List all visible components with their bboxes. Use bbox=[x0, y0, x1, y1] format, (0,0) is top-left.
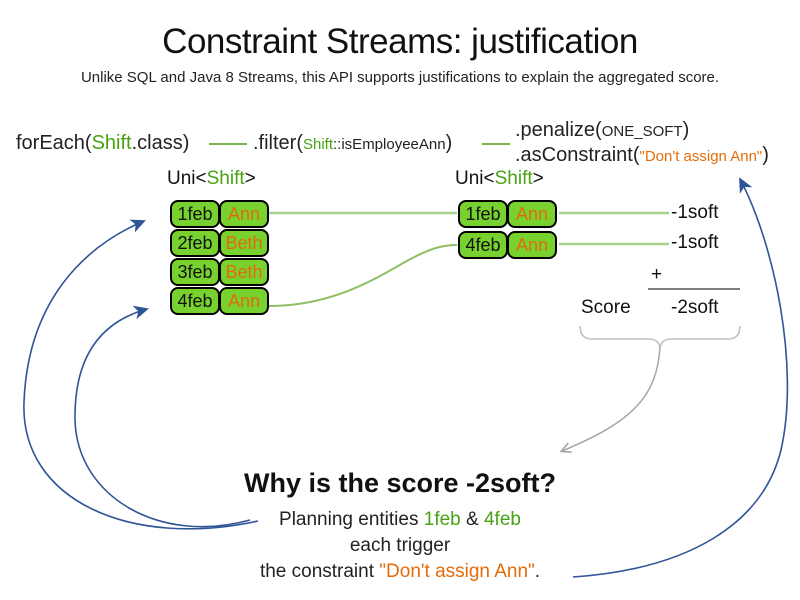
left-stream-label-prefix: Uni< bbox=[167, 168, 207, 189]
shift-employee-cell: Ann bbox=[507, 200, 557, 228]
match-score-2: -1soft bbox=[671, 232, 719, 253]
code-foreach-suffix: .class) bbox=[131, 132, 190, 154]
shift-date-cell: 1feb bbox=[458, 200, 508, 228]
shift-employee-cell: Beth bbox=[219, 258, 269, 286]
score-brace bbox=[579, 325, 741, 349]
code-foreach-prefix: forEach( bbox=[16, 132, 92, 154]
right-stream-table: 1feb Ann 4feb Ann bbox=[458, 200, 557, 259]
score-total: -2soft bbox=[671, 297, 719, 318]
table-row: 4feb Ann bbox=[170, 287, 269, 315]
explanation-constraint-name: "Don't assign Ann" bbox=[379, 561, 535, 582]
table-row: 2feb Beth bbox=[170, 229, 269, 257]
code-penalize-prefix: .penalize( bbox=[515, 119, 602, 141]
shift-date-cell: 4feb bbox=[458, 231, 508, 259]
shift-date-cell: 2feb bbox=[170, 229, 220, 257]
code-asconstraint-suffix: ) bbox=[762, 144, 769, 166]
code-filter-prefix: .filter( bbox=[253, 132, 303, 154]
left-stream-label-suffix: > bbox=[244, 168, 256, 189]
code-filter-type: Shift bbox=[303, 136, 334, 153]
match-score-1: -1soft bbox=[671, 202, 719, 223]
table-row: 4feb Ann bbox=[458, 231, 557, 259]
flow-line-4feb bbox=[268, 244, 458, 307]
shift-date-cell: 4feb bbox=[170, 287, 220, 315]
left-stream-label: Uni<Shift> bbox=[167, 168, 256, 190]
explanation-heading: Why is the score -2soft? bbox=[243, 468, 557, 498]
table-row: 1feb Ann bbox=[458, 200, 557, 228]
plus-sign: + bbox=[651, 264, 663, 285]
right-stream-label: Uni<Shift> bbox=[455, 168, 544, 190]
explanation-line-1: Planning entities 1feb & 4feb bbox=[0, 507, 800, 533]
code-filter-method: ::isEmployeeAnn bbox=[333, 136, 446, 153]
explanation-line3-suffix: . bbox=[534, 561, 541, 582]
code-asconstraint-prefix: .asConstraint( bbox=[515, 144, 640, 166]
shift-employee-cell: Ann bbox=[219, 287, 269, 315]
explanation-line3-prefix: the constraint bbox=[259, 561, 380, 582]
code-penalize-suffix: ) bbox=[682, 119, 690, 141]
shift-employee-cell: Ann bbox=[507, 231, 557, 259]
right-stream-label-suffix: > bbox=[532, 168, 544, 189]
explanation-line1-prefix: Planning entities bbox=[279, 509, 424, 530]
explanation-line-3: the constraint "Don't assign Ann". bbox=[0, 559, 800, 585]
code-filter-suffix: ) bbox=[445, 132, 453, 154]
table-row: 1feb Ann bbox=[170, 200, 269, 228]
right-stream-label-prefix: Uni< bbox=[455, 168, 495, 189]
code-penalize: .penalize(ONE_SOFT) bbox=[515, 119, 689, 142]
right-stream-label-type: Shift bbox=[494, 168, 533, 189]
left-stream-label-type: Shift bbox=[206, 168, 245, 189]
code-foreach: forEach(Shift.class) bbox=[16, 132, 189, 155]
code-filter: .filter(Shift::isEmployeeAnn) bbox=[253, 132, 452, 155]
explanation-entity-4feb: 4feb bbox=[483, 509, 521, 530]
shift-date-cell: 3feb bbox=[170, 258, 220, 286]
explanation-block: Why is the score -2soft? Planning entiti… bbox=[0, 468, 800, 585]
shift-employee-cell: Ann bbox=[219, 200, 269, 228]
table-row: 3feb Beth bbox=[170, 258, 269, 286]
shift-employee-cell: Beth bbox=[219, 229, 269, 257]
code-asconstraint-arg: "Don't assign Ann" bbox=[639, 148, 763, 165]
left-stream-table: 1feb Ann 2feb Beth 3feb Beth 4feb Ann bbox=[170, 200, 269, 315]
explanation-line-2: each trigger bbox=[349, 535, 451, 556]
code-foreach-type: Shift bbox=[91, 132, 132, 154]
score-label: Score bbox=[581, 297, 631, 318]
shift-date-cell: 1feb bbox=[170, 200, 220, 228]
page-subtitle: Unlike SQL and Java 8 Streams, this API … bbox=[80, 69, 720, 86]
code-penalize-arg: ONE_SOFT bbox=[601, 123, 683, 140]
page-title: Constraint Streams: justification bbox=[162, 22, 638, 61]
brace-to-explanation-arrow bbox=[562, 346, 661, 451]
explanation-ampersand: & bbox=[460, 509, 484, 530]
explanation-entity-1feb: 1feb bbox=[423, 509, 461, 530]
code-asconstraint: .asConstraint("Don't assign Ann") bbox=[515, 144, 769, 167]
